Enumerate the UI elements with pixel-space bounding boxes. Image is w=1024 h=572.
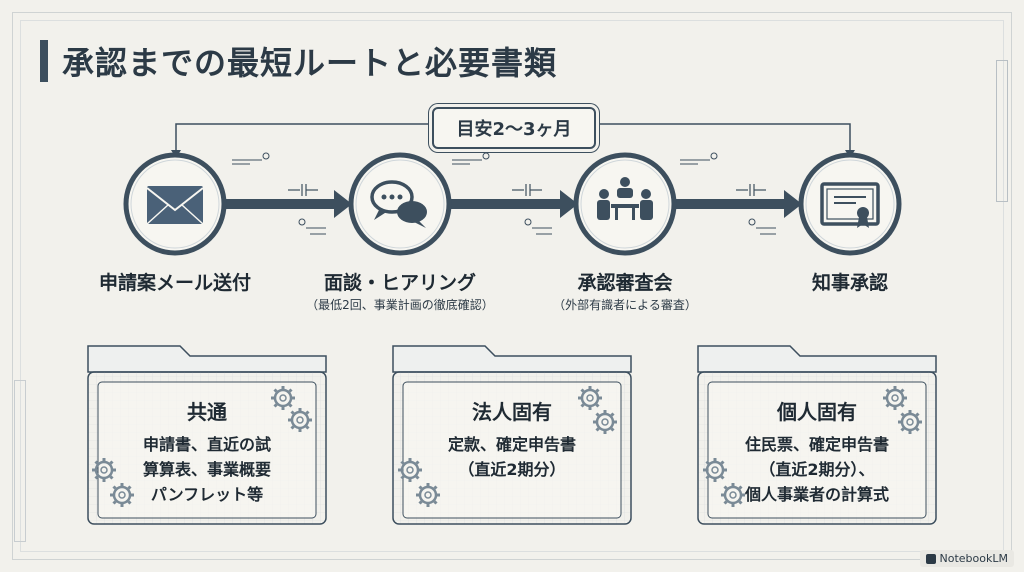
duration-badge: 目安2〜3ヶ月 bbox=[432, 107, 596, 149]
certificate-icon bbox=[820, 182, 880, 228]
card-corporate-line-2: （直近2期分） bbox=[458, 460, 566, 479]
card-individual-line-2: （直近2期分）、 bbox=[759, 460, 875, 479]
notebook-logo-icon bbox=[925, 553, 936, 564]
step-sub-2: （最低2回、事業計画の徹底確認） bbox=[306, 298, 494, 312]
step-sub-3: （外部有識者による審査） bbox=[553, 298, 697, 312]
card-individual-title: 個人固有 bbox=[777, 400, 857, 424]
page-title: 承認までの最短ルートと必要書類 bbox=[62, 44, 558, 82]
card-common-line-2: 算算表、事業概要 bbox=[142, 460, 271, 479]
card-individual-line-3: 個人事業者の計算式 bbox=[744, 485, 889, 504]
step-label-3: 承認審査会 bbox=[577, 272, 673, 294]
title-accent-bar bbox=[40, 40, 48, 82]
card-common-title: 共通 bbox=[187, 400, 227, 424]
duration-bracket-right bbox=[592, 123, 851, 150]
card-common-line-1: 申請書、直近の試 bbox=[142, 435, 271, 454]
frame-outer bbox=[12, 12, 1012, 560]
card-corporate-line-1: 定款、確定申告書 bbox=[447, 435, 576, 454]
card-individual-line-1: 住民票、確定申告書 bbox=[744, 435, 889, 454]
circuit-deco bbox=[232, 152, 776, 235]
card-common-body: 申請書、直近の試 算算表、事業概要 パンフレット等 bbox=[108, 432, 306, 507]
step-label-2: 面談・ヒアリング bbox=[323, 272, 476, 294]
step-label-1: 申請案メール送付 bbox=[98, 272, 251, 294]
frame-right-deco bbox=[996, 60, 1008, 202]
card-individual-body: 住民票、確定申告書 （直近2期分）、 個人事業者の計算式 bbox=[718, 432, 916, 507]
card-common-line-3: パンフレット等 bbox=[150, 485, 264, 504]
chat-bubbles-icon bbox=[370, 180, 427, 228]
brand-label: NotebookLM bbox=[939, 552, 1008, 565]
frame-left-deco bbox=[14, 380, 26, 542]
arrow-3-4 bbox=[674, 184, 802, 218]
frame-inner bbox=[20, 20, 1004, 552]
brand-badge: NotebookLM bbox=[919, 550, 1014, 567]
duration-bracket-left bbox=[175, 123, 432, 150]
meeting-icon bbox=[597, 177, 653, 220]
flow-diagram bbox=[123, 123, 902, 256]
arrow-2-3 bbox=[450, 184, 578, 218]
step-label-4: 知事承認 bbox=[811, 272, 888, 294]
card-corporate-body: 定款、確定申告書 （直近2期分） bbox=[413, 432, 611, 482]
envelope-icon bbox=[146, 186, 204, 225]
card-corporate-title: 法人固有 bbox=[472, 400, 552, 424]
arrow-1-2 bbox=[226, 184, 352, 218]
